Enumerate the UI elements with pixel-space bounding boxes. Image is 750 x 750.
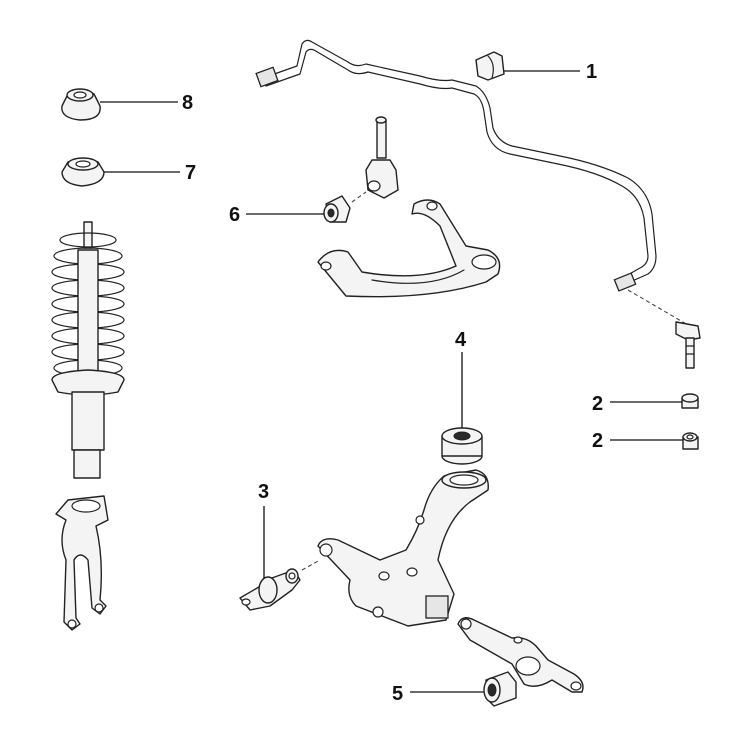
compression-bushing-part: [483, 671, 517, 707]
coil-spring-strut: [51, 221, 125, 479]
stabilizer-link-part: [675, 321, 701, 369]
callout-3: 3: [258, 481, 269, 503]
upper-arm: [317, 199, 501, 298]
callout-4: 4: [455, 329, 467, 351]
callout-2-upper: 2: [592, 393, 603, 415]
callout-2-lower: 2: [592, 430, 603, 452]
ball-joint: [351, 116, 399, 203]
bar-bushing-part: [475, 51, 505, 81]
callout-7: 7: [185, 162, 196, 184]
compression-bracket: [457, 617, 584, 693]
spring-seat-part: [61, 157, 105, 187]
link-bushing-lower-part: [682, 432, 699, 450]
callout-labels: 1 2 2 3 4 5 6 7 8: [182, 61, 603, 705]
link-bushing-upper-part: [681, 393, 699, 409]
knuckle-fork: [55, 495, 109, 631]
leader-lines: [100, 70, 683, 693]
top-mount-cap-part: [61, 88, 101, 121]
callout-1: 1: [586, 61, 597, 83]
front-lower-bushing-part: [239, 568, 301, 611]
callout-8: 8: [182, 92, 193, 114]
callout-5: 5: [392, 683, 403, 705]
stabilizer-bar: [255, 39, 689, 326]
lower-arm: [301, 469, 489, 627]
rear-lower-bushing-part: [441, 427, 483, 465]
callout-6: 6: [229, 204, 240, 226]
upper-arm-bushing-part: [323, 195, 351, 223]
